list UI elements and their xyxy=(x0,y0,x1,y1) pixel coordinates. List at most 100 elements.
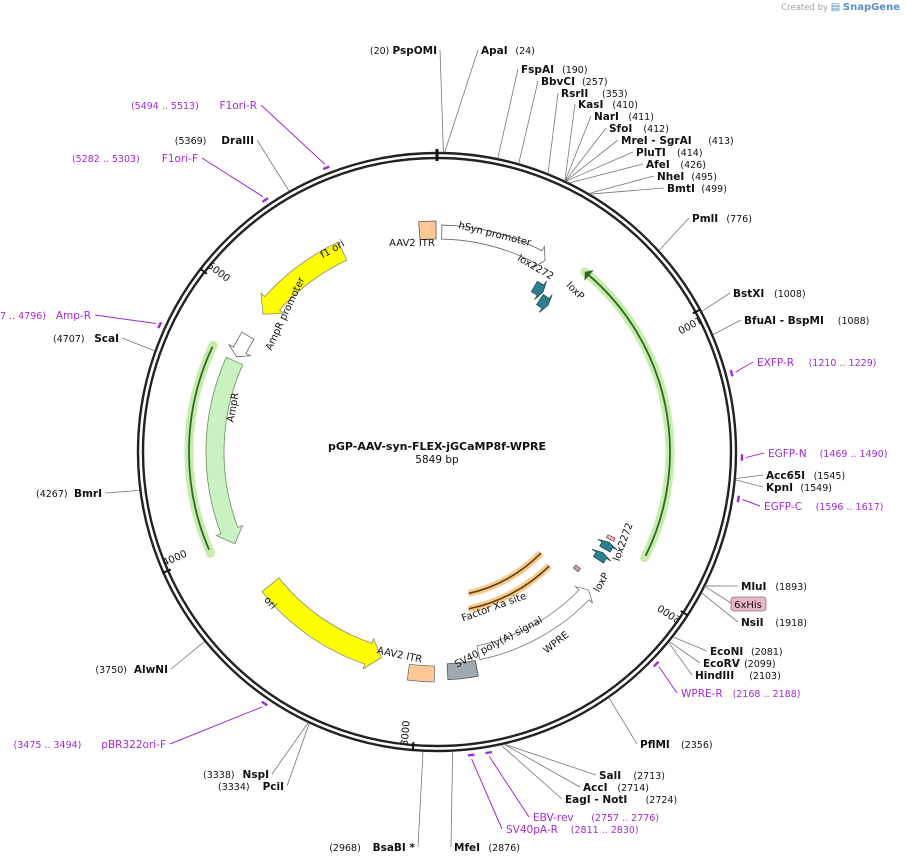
enzyme-leader-line xyxy=(565,151,634,182)
enzyme-position: (499) xyxy=(701,184,727,195)
primer-range: (4777 .. 4796) xyxy=(0,311,46,322)
enzyme-name: BbvCI xyxy=(541,76,575,88)
enzyme-name: PflMI xyxy=(640,739,670,751)
primer-leader-line xyxy=(169,706,263,745)
primer-mark xyxy=(467,753,475,757)
enzyme-position: (257) xyxy=(582,77,608,88)
primer-mark xyxy=(736,495,741,503)
enzyme-name: AlwNI xyxy=(134,664,168,676)
enzyme-name: KpnI xyxy=(766,482,793,494)
enzyme-leader-line xyxy=(121,337,155,352)
his-tag-label: 6xHis xyxy=(734,600,762,611)
feature-lox2272-top xyxy=(530,280,547,300)
enzyme-leader-line xyxy=(672,636,708,652)
enzyme-leader-line xyxy=(565,139,619,182)
enzyme-leader-line xyxy=(569,163,644,184)
primer-name: pBR322ori-F xyxy=(101,739,166,751)
primer-leader-line xyxy=(658,666,678,694)
jgcamp8f-highlight xyxy=(580,267,675,563)
enzyme-layer: PspOMI(20)ApaI(24)FspAI(190)BbvCI(257)Rs… xyxy=(36,45,869,854)
primer-mark xyxy=(653,660,660,668)
tick-label: 3000 xyxy=(400,720,413,746)
feature-f1-ori xyxy=(260,241,348,315)
enzyme-name: SfoI xyxy=(609,123,632,135)
primer-name: SV40pA-R xyxy=(506,824,558,836)
enzyme-position: (1008) xyxy=(774,289,806,300)
enzyme-leader-line xyxy=(256,139,290,192)
enzyme-position: (4267) xyxy=(36,489,68,500)
enzyme-name: HindIII xyxy=(695,670,734,682)
enzyme-name: NspI xyxy=(243,769,269,781)
enzyme-name: FspAI xyxy=(521,64,554,76)
primer-leader-line xyxy=(488,756,530,818)
enzyme-leader-line xyxy=(104,490,140,494)
watermark-prefix: Created by xyxy=(781,3,829,13)
enzyme-position: (412) xyxy=(643,124,669,135)
primer-mark xyxy=(322,165,330,171)
enzyme-name: KasI xyxy=(578,99,603,111)
jgcamp8f-arrowhead xyxy=(584,270,594,281)
enzyme-leader-line xyxy=(286,723,310,787)
enzyme-position: (2099) xyxy=(744,659,776,670)
primer-leader-line xyxy=(745,452,765,459)
primer-range: (1210 .. 1229) xyxy=(809,358,877,369)
enzyme-position: (413) xyxy=(708,136,734,147)
primer-range: (5282 .. 5303) xyxy=(72,154,140,165)
enzyme-leader-line xyxy=(735,479,764,488)
feature-ampr xyxy=(205,356,244,545)
primer-leader-line xyxy=(471,758,503,830)
watermark-brand: SnapGene xyxy=(842,2,900,13)
jgcamp8f-arrow xyxy=(586,272,671,557)
enzyme-leader-line xyxy=(444,49,479,153)
primer-leader-line xyxy=(742,499,761,507)
enzyme-leader-line xyxy=(669,641,701,664)
enzyme-name: MluI xyxy=(741,581,766,593)
enzyme-position: (2968) xyxy=(329,843,361,854)
primer-mark xyxy=(261,700,268,707)
feature-loxp-top xyxy=(536,293,553,313)
enzyme-name: BstXI xyxy=(733,288,764,300)
feature-label: loxP xyxy=(592,571,612,594)
enzyme-position: (776) xyxy=(726,214,752,225)
enzyme-name: NheI xyxy=(657,171,684,183)
enzyme-name: EcoRV xyxy=(703,658,741,670)
enzyme-position: (3338) xyxy=(203,770,235,781)
tick-label: 5000 xyxy=(205,260,232,284)
enzyme-name: NsiI xyxy=(741,617,764,629)
enzyme-leader-line xyxy=(668,642,693,676)
feature-label: AmpR xyxy=(226,392,242,423)
primer-range: (3475 .. 3494) xyxy=(14,740,82,751)
primer-name: WPRE-R xyxy=(681,688,723,700)
enzyme-position: (2081) xyxy=(751,647,783,658)
enzyme-leader-line xyxy=(565,127,607,182)
tick-label: 4000 xyxy=(161,549,189,569)
tick-mark xyxy=(680,610,689,617)
enzyme-position: (2714) xyxy=(617,783,649,794)
enzyme-name: ApaI xyxy=(481,45,508,57)
enzyme-position: (2876) xyxy=(488,843,520,854)
enzyme-position: (24) xyxy=(515,46,535,57)
plasmid-backbone xyxy=(136,149,738,753)
enzyme-leader-line xyxy=(497,68,519,159)
primer-name: EGFP-C xyxy=(764,501,802,513)
feature-sv40-polya xyxy=(446,660,479,681)
primer-name: F1ori-R xyxy=(220,100,257,112)
primer-range: (1469 .. 1490) xyxy=(820,449,888,460)
primer-range: (5494 .. 5513) xyxy=(131,101,199,112)
tick-label: 2000 xyxy=(656,602,683,625)
enzyme-name: DraIII xyxy=(221,135,254,147)
feature-lox2272-bottom xyxy=(597,539,618,553)
wpre-orange-arrow-inner xyxy=(468,552,542,595)
enzyme-position: (2356) xyxy=(681,740,713,751)
enzyme-name: SalI xyxy=(599,770,621,782)
enzyme-position: (20) xyxy=(370,46,390,57)
primer-range: (1596 .. 1617) xyxy=(816,502,884,513)
plasmid-name: pGP-AAV-syn-FLEX-jGCaMP8f-WPRE xyxy=(328,440,546,453)
enzyme-name: MfeI xyxy=(454,842,480,854)
enzyme-leader-line xyxy=(271,722,309,775)
tick-mark xyxy=(199,267,208,275)
enzyme-position: (1893) xyxy=(775,582,807,593)
enzyme-name: BfuAI - BspMI xyxy=(744,315,824,327)
tick-mark xyxy=(411,741,415,752)
